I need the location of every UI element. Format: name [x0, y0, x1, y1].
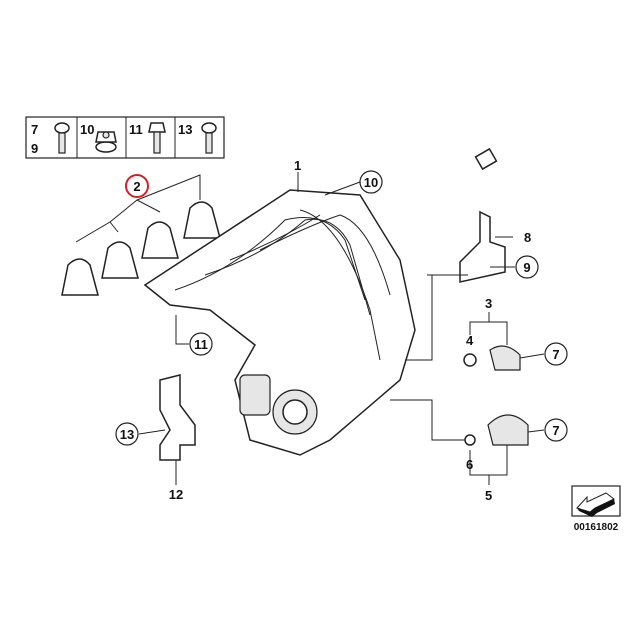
callout-10: 10	[364, 175, 378, 190]
legend-label-10: 10	[80, 122, 94, 137]
callout-7-lower: 7	[552, 423, 559, 438]
bracket-8	[459, 210, 506, 283]
callout-3: 3	[485, 296, 492, 311]
diagram-id: 00161802	[574, 522, 619, 533]
hardware-legend: 7 9 10 11 13	[25, 116, 225, 159]
bolt-icon	[148, 122, 166, 154]
bracket-12	[159, 374, 196, 461]
legend-label-13: 13	[178, 122, 192, 137]
callout-8: 8	[524, 230, 531, 245]
callout-7-upper: 7	[552, 347, 559, 362]
callout-9: 9	[523, 260, 530, 275]
callout-11: 11	[194, 337, 208, 352]
callout-5: 5	[485, 488, 492, 503]
callout-13: 13	[120, 427, 134, 442]
gaskets	[61, 174, 221, 296]
callout-12: 12	[169, 487, 183, 502]
callout-2: 2	[133, 179, 140, 194]
legend-label-7: 7	[31, 122, 38, 137]
screw-icon	[54, 122, 70, 154]
leader-lines	[138, 172, 545, 485]
valve-lower	[464, 414, 529, 446]
nut-icon	[95, 131, 117, 153]
screw-icon	[201, 122, 217, 154]
callouts: 1 10 2 8 9 3 4 7 11 13 12 7 6 5	[115, 158, 568, 503]
callout-circle	[359, 170, 383, 194]
legend-label-9: 9	[31, 141, 38, 156]
intake-manifold	[143, 189, 416, 456]
valve-upper	[463, 345, 521, 371]
direction-arrow-icon	[571, 485, 621, 517]
callout-4: 4	[466, 333, 474, 348]
legend-label-11: 11	[129, 122, 143, 137]
callout-1: 1	[294, 158, 301, 173]
vent-pipe	[474, 147, 558, 363]
callout-6: 6	[466, 457, 473, 472]
callout-circle-highlighted	[125, 174, 149, 198]
